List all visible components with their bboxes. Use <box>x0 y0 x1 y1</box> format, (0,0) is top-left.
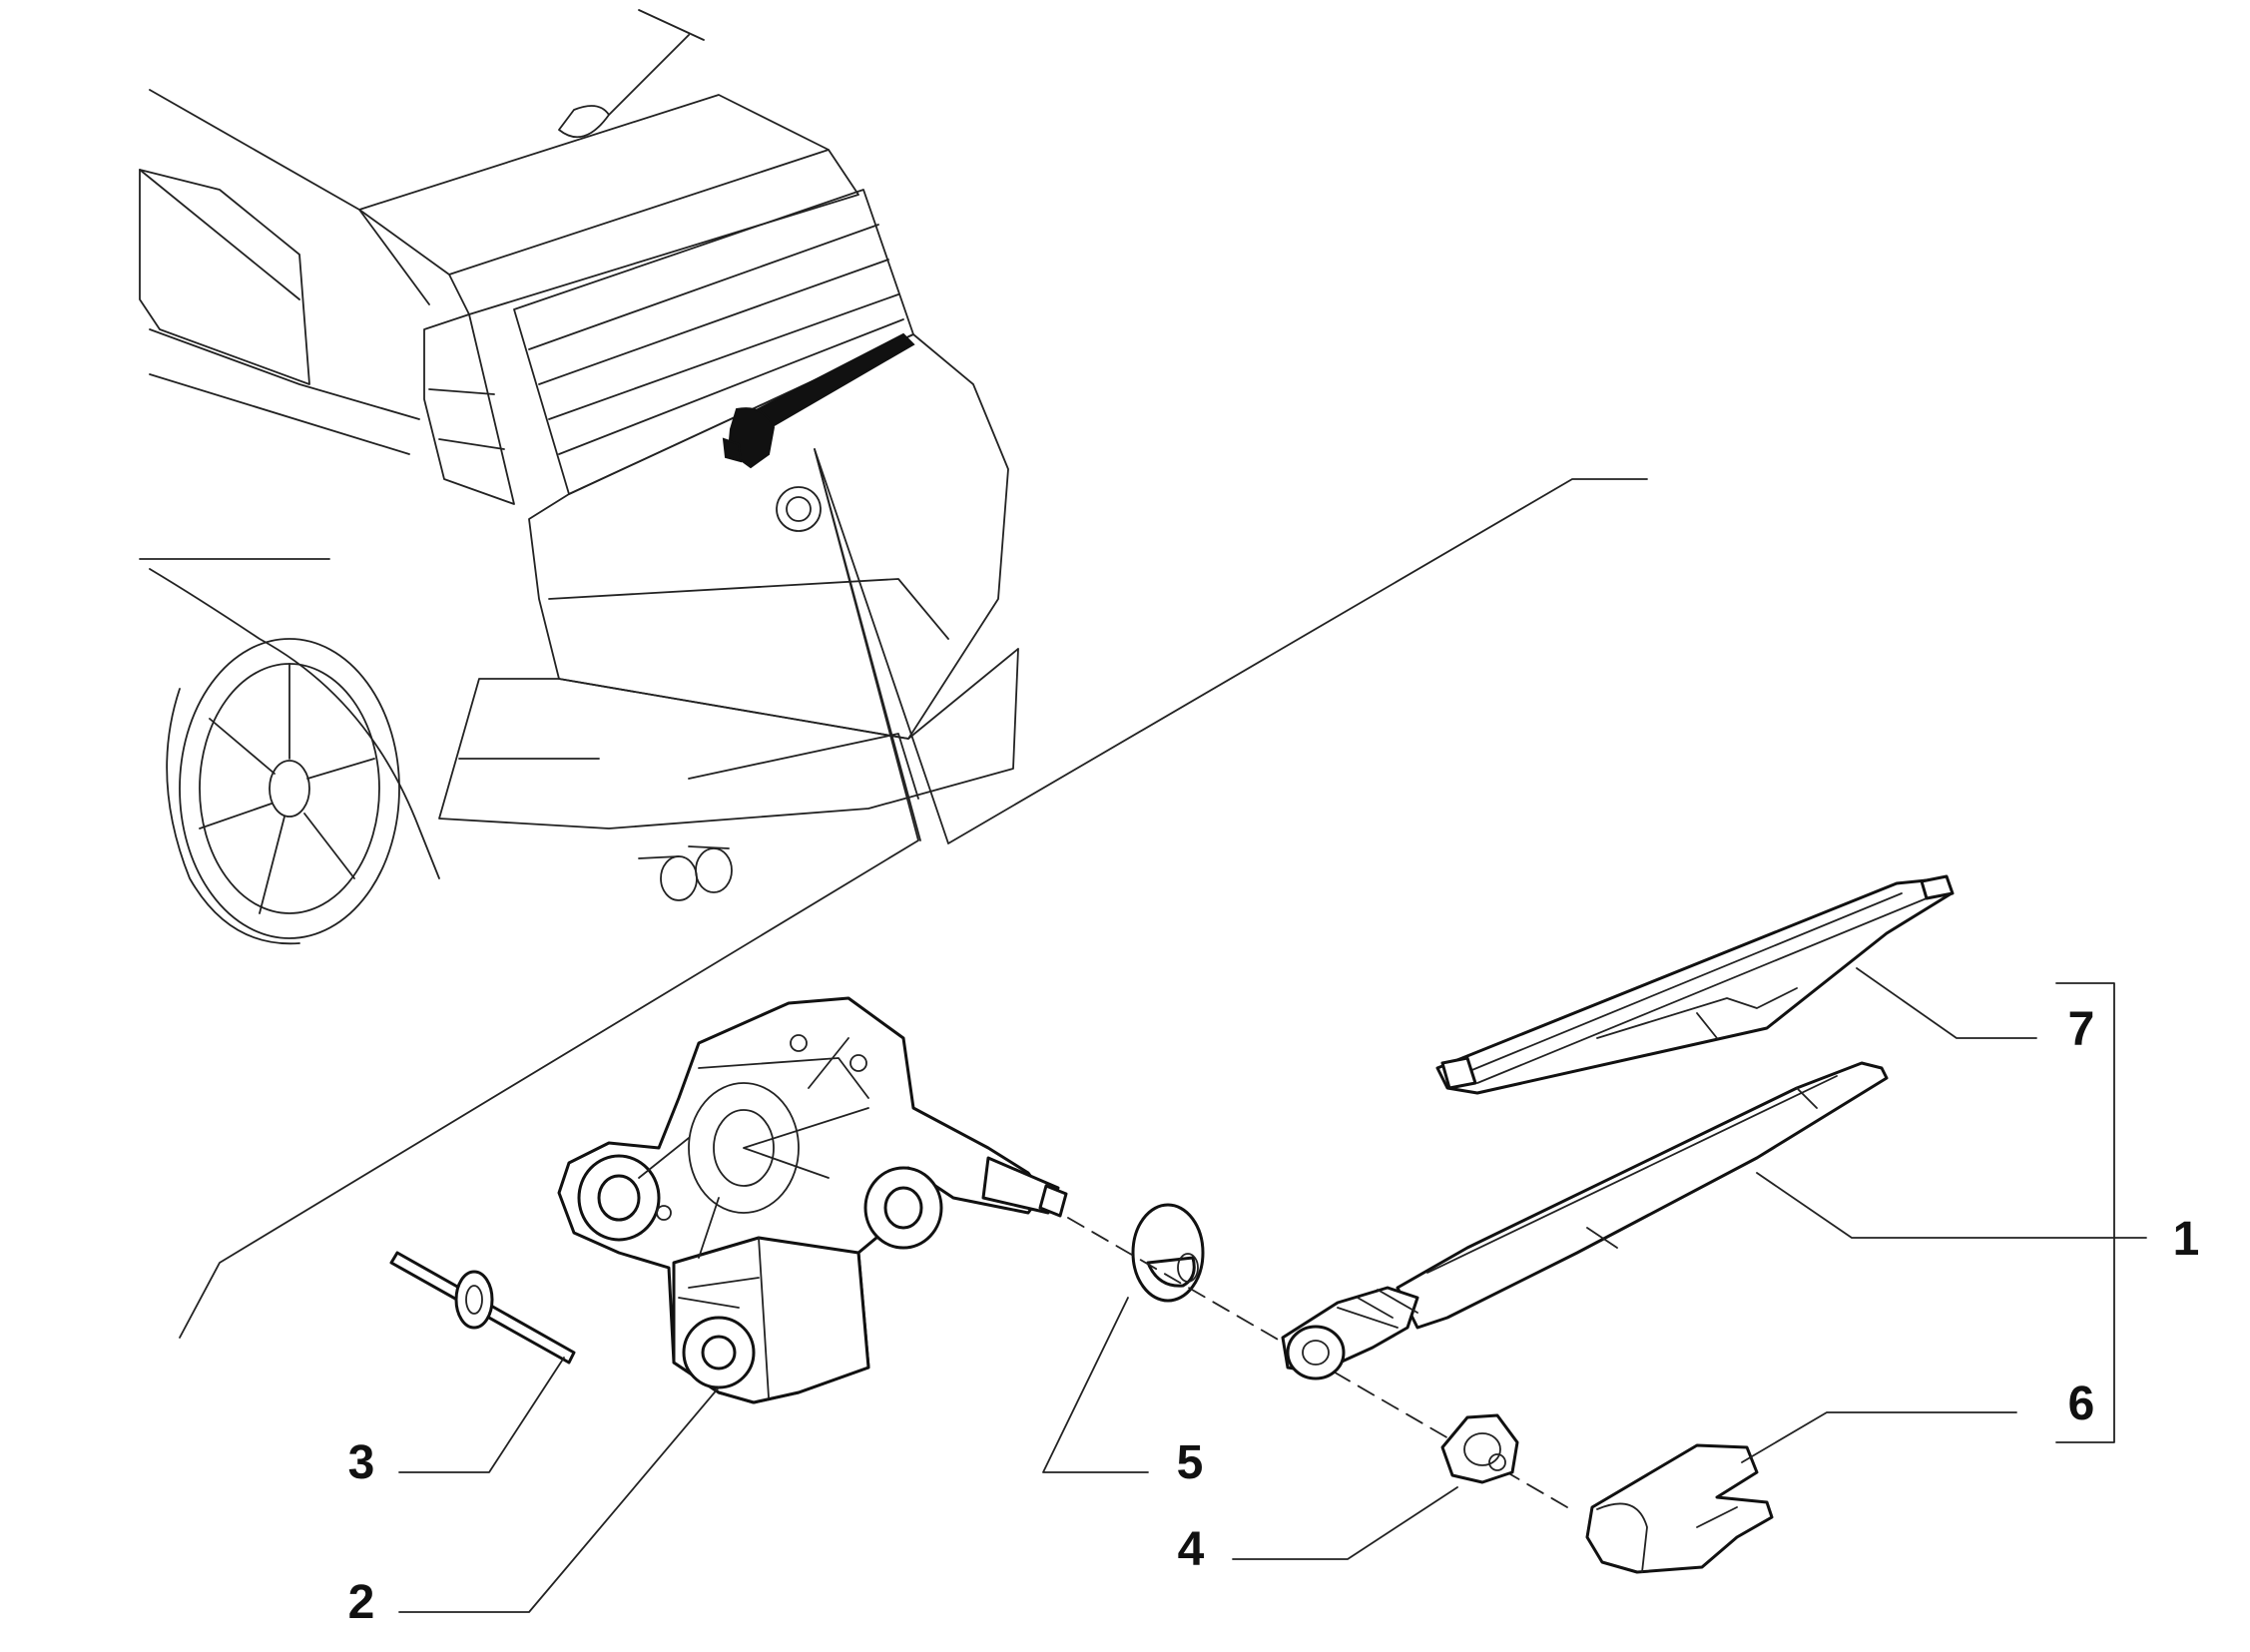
callout-3: 3 <box>348 1436 375 1489</box>
callout-leaders <box>398 967 2147 1613</box>
part-1-wiper-arm <box>1281 1061 1889 1380</box>
part-2-wiper-motor <box>557 996 1068 1404</box>
callout-5: 5 <box>1177 1436 1204 1489</box>
callout-6: 6 <box>2068 1377 2095 1430</box>
part-6-cap <box>1585 1443 1774 1574</box>
callout-1: 1 <box>2173 1213 2200 1266</box>
detail-leader-lines <box>179 448 1648 1339</box>
part-3-pin <box>389 1251 576 1365</box>
part-7-wiper-blade <box>1435 874 1955 1095</box>
part-5-grommet <box>1131 1203 1205 1303</box>
callout-2: 2 <box>348 1576 375 1629</box>
car-rear-view <box>139 9 1019 945</box>
part-4-nut <box>1440 1413 1519 1484</box>
callout-4: 4 <box>1178 1523 1205 1576</box>
callout-7: 7 <box>2068 1003 2095 1056</box>
